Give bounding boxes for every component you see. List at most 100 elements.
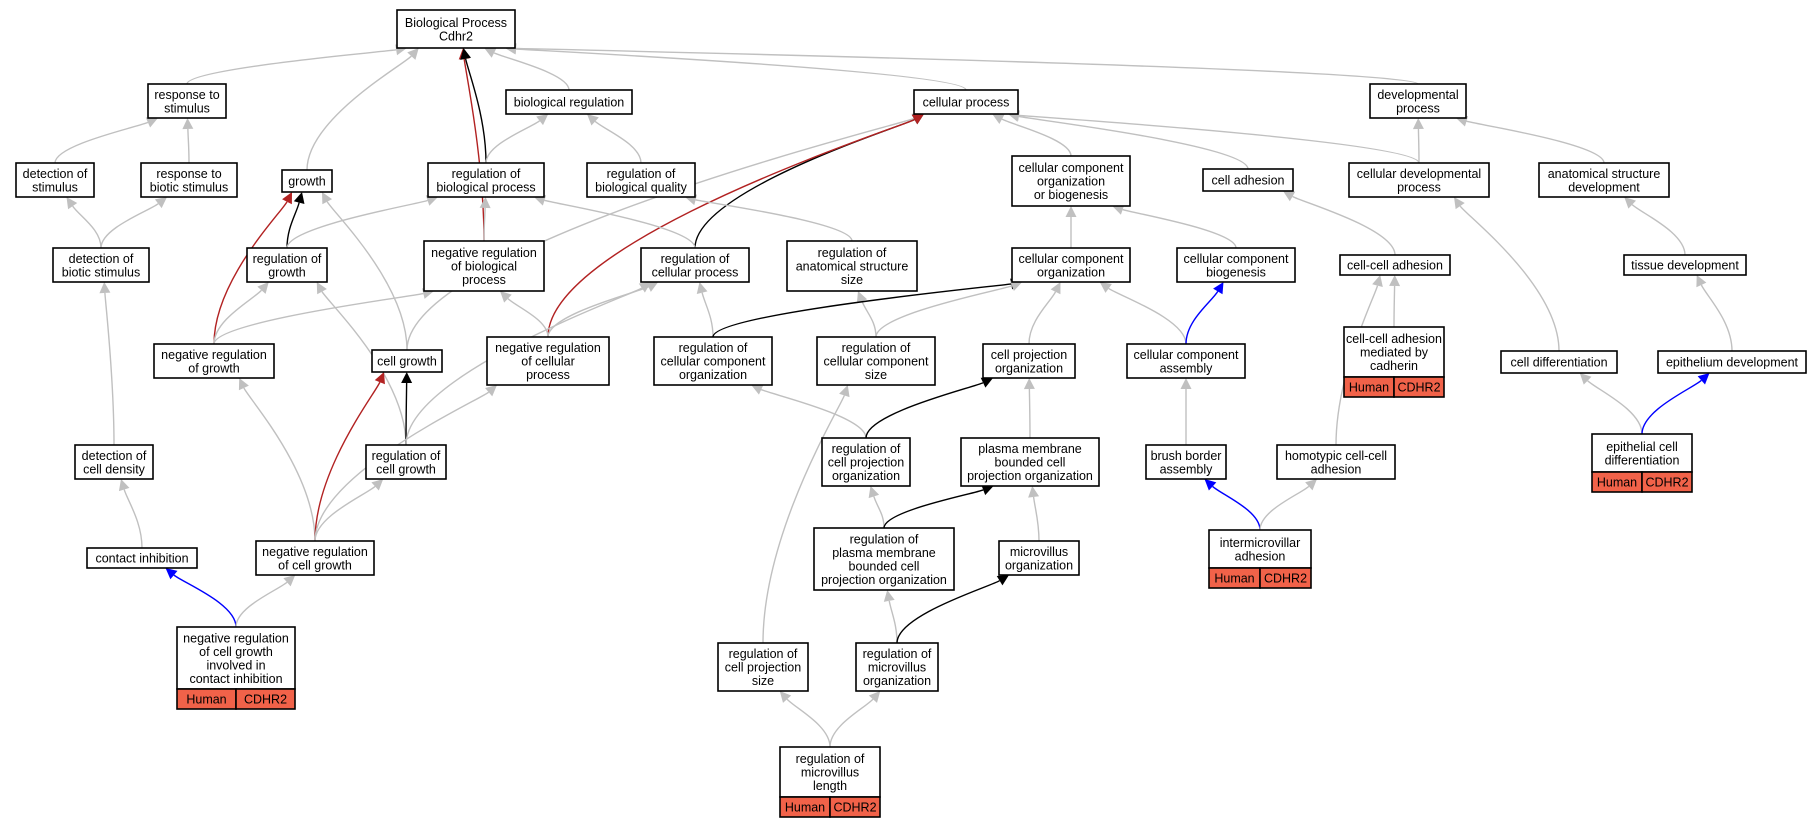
node-box [396, 9, 516, 49]
node-box [1176, 247, 1296, 283]
gene-label: CDHR2 [833, 801, 876, 815]
go-node-cell-adhesion[interactable]: cell adhesion [1202, 168, 1294, 192]
edge-reg-cell-projection-org-to-cell-projection-organization [865, 377, 993, 439]
edge-line [786, 698, 831, 748]
node-box [1538, 162, 1670, 198]
node-label: cellular component [1019, 252, 1124, 266]
node-label: assembly [1160, 361, 1214, 375]
arrowhead-icon [839, 385, 850, 398]
edge-line [861, 300, 877, 338]
edge-line [594, 120, 642, 164]
arrowhead-icon [283, 575, 296, 587]
edge-reg-ccorg-to-regulation-of-cellular-process [696, 282, 714, 338]
arrowhead-icon [536, 114, 549, 126]
go-node-tissue-development[interactable]: tissue development [1623, 254, 1747, 276]
go-node-contact-inhibition[interactable]: contact inhibition [86, 547, 198, 569]
node-box [153, 343, 275, 379]
arrowhead-icon [1023, 378, 1035, 390]
node-box [1208, 529, 1312, 569]
arrowhead-icon [1204, 479, 1217, 491]
node-label: cell growth [377, 355, 437, 369]
go-node-cellular-process[interactable]: cellular process [913, 89, 1019, 115]
node-box [1202, 168, 1294, 192]
edge-nrcg-contact-inhibition-to-neg-reg-cell-growth [235, 575, 296, 628]
edge-pmb-cell-projection-org-to-cell-projection-organization [1023, 378, 1035, 439]
node-label: process [526, 368, 570, 382]
node-label: cellular component [1134, 348, 1239, 362]
node-label: process [1397, 180, 1441, 194]
node-label: organization [995, 361, 1063, 375]
edge-regulation-of-cellular-process-to-cellular-process [694, 114, 924, 249]
go-node-epithelium-development[interactable]: epithelium development [1657, 350, 1807, 374]
go-node-biological-regulation[interactable]: biological regulation [505, 89, 633, 115]
node-box [246, 247, 328, 283]
edge-nrcg-contact-inhibition-to-contact-inhibition [165, 568, 237, 628]
go-node-cell-differentiation[interactable]: cell differentiation [1500, 350, 1618, 374]
go-node-growth[interactable]: growth [281, 169, 333, 193]
gene-badge [235, 688, 296, 710]
edge-line [1292, 195, 1396, 256]
gene-badge [1641, 471, 1693, 493]
edge-reg-pmb-cell-projection-org-to-pmb-cell-projection-org [883, 484, 994, 529]
go-node-cell-cell-adhesion[interactable]: cell-cell adhesion [1339, 254, 1451, 276]
node-box [640, 247, 750, 283]
arrowhead-icon [145, 117, 158, 128]
node-box [486, 336, 610, 386]
edge-neg-reg-cellular-process-to-regulation-of-cellular-process [547, 281, 659, 338]
species-label: Human [1214, 572, 1254, 586]
node-label: or biogenesis [1034, 188, 1108, 202]
edge-line [507, 298, 549, 338]
edge-neg-reg-biological-process-to-regulation-of-biological-process [479, 197, 491, 242]
node-label: intermicrovillar [1220, 536, 1301, 550]
edge-line [485, 120, 541, 164]
node-box [1011, 155, 1131, 207]
node-label: organization [679, 368, 747, 382]
arrowhead-icon [293, 192, 305, 205]
go-node-cell-growth[interactable]: cell growth [371, 349, 443, 373]
node-label: negative regulation [161, 348, 267, 362]
edge-line [1459, 205, 1560, 352]
node-box [86, 547, 198, 569]
arrowhead-icon [1283, 191, 1296, 202]
